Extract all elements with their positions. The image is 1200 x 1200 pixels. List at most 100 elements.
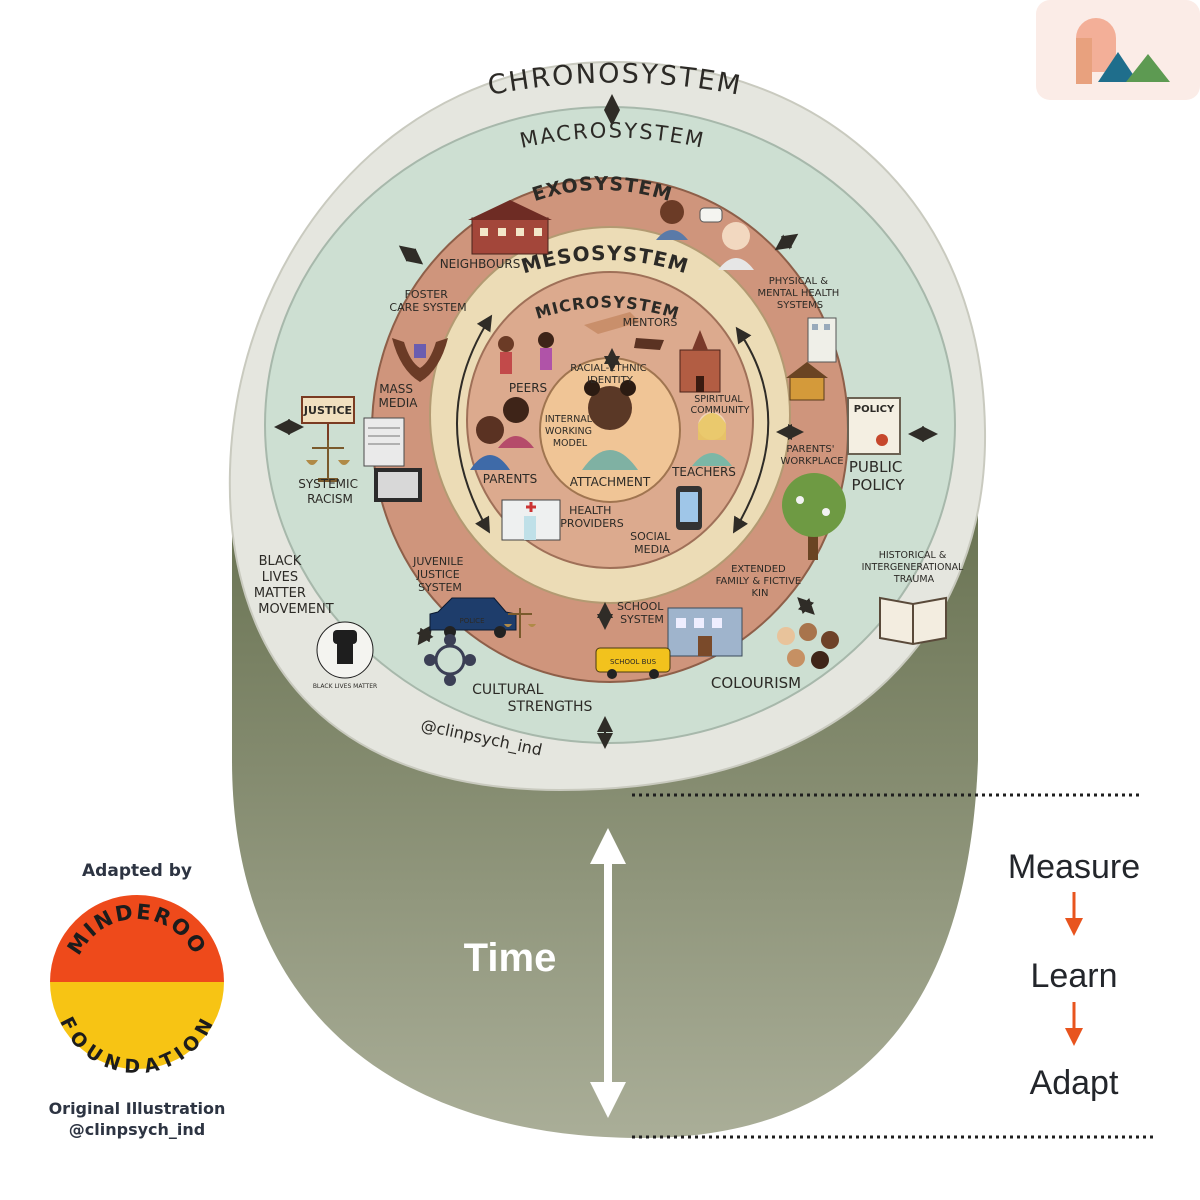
- juvenile-line-1: JUVENILE: [412, 555, 463, 568]
- house-icon: [468, 200, 552, 255]
- mass-media-line-1: MASS: [379, 382, 413, 396]
- parents-label: PARENTS: [483, 472, 538, 486]
- spiritual-line-2: COMMUNITY: [691, 405, 750, 416]
- original-handle-label: @clinpsych_ind: [69, 1120, 205, 1139]
- svg-text:SOCIAL MEDIA: SOCIAL MEDIA: [630, 530, 674, 556]
- extended-family-line-1: EXTENDED: [731, 564, 786, 575]
- svg-text:MASS MEDIA: MASS MEDIA: [379, 382, 419, 410]
- mass-media-line-2: MEDIA: [379, 396, 419, 410]
- school-system-line-2: SYSTEM: [620, 613, 664, 626]
- svg-text:SYSTEMIC RACISM: SYSTEMIC RACISM: [298, 477, 362, 506]
- health-providers-line-2: PROVIDERS: [560, 517, 624, 530]
- identity-line-2: IDENTITY: [587, 375, 634, 386]
- health-systems-line-2: MENTAL HEALTH: [757, 288, 839, 299]
- colourism-label: COLOURISM: [711, 674, 801, 692]
- svg-text:SCHOOL SYSTEM: SCHOOL SYSTEM: [617, 600, 667, 626]
- school-bus-icon: SCHOOL BUS: [595, 647, 671, 679]
- mentor-hands-icon: [584, 312, 664, 350]
- svg-text:HEALTH PROVIDERS: HEALTH PROVIDERS: [560, 504, 624, 530]
- cultural-line-1: CULTURAL: [472, 682, 543, 698]
- time-label: Time: [464, 936, 557, 980]
- newspaper-icon: [363, 417, 405, 467]
- social-media-line-1: SOCIAL: [630, 530, 671, 543]
- neighbours-label: NEIGHBOURS: [440, 257, 521, 271]
- church-icon: [679, 330, 721, 393]
- identity-line-1: RACIAL-ETHNIC: [570, 363, 646, 374]
- svg-text:CULTURAL STRENGTHS: CULTURAL STRENGTHS: [472, 682, 592, 715]
- cultural-strengths-icon: [424, 634, 476, 686]
- blm-line-4: MOVEMENT: [258, 602, 333, 617]
- blm-badge-label: BLACK LIVES MATTER: [313, 683, 377, 690]
- speech-person-icon: [656, 200, 723, 240]
- svg-text:HISTORICAL & INTERGENERATI: HISTORICAL & INTERGENERATIONAL TRAUMA: [862, 550, 967, 585]
- parents-workplace-line-2: WORKPLACE: [780, 456, 843, 467]
- working-model-line-3: MODEL: [553, 438, 588, 449]
- blm-line-3: MATTER: [254, 586, 306, 601]
- mentors-label: MENTORS: [623, 316, 678, 329]
- svg-text:JUVENILE JUSTICE SYSTE: JUVENILE JUSTICE SYSTEM: [412, 555, 467, 594]
- health-systems-line-3: SYSTEMS: [777, 300, 823, 311]
- health-systems-line-1: PHYSICAL &: [769, 276, 829, 287]
- phone-icon: [676, 486, 702, 530]
- peers-label: PEERS: [509, 381, 547, 395]
- svg-text:EXTENDED FAMILY & FICTIVE: EXTENDED FAMILY & FICTIVE KIN: [716, 564, 805, 599]
- cycle-learn-label: Learn: [1031, 957, 1118, 995]
- svg-text:PARENTS' WORKPLACE: PARENTS' WORKPLACE: [780, 444, 843, 467]
- policy-sign-label: POLICY: [854, 404, 895, 415]
- teacher-figure-icon: [692, 412, 732, 466]
- social-media-line-2: MEDIA: [634, 543, 670, 556]
- peers-figures-icon: [498, 332, 554, 374]
- tree-icon: [782, 473, 846, 560]
- historical-line-1: HISTORICAL &: [879, 550, 947, 561]
- working-model-line-1: INTERNAL: [545, 414, 593, 425]
- systemic-racism-line-1: SYSTEMIC: [298, 477, 358, 491]
- svg-text:BLACK LIVES MATTER: BLACK LIVES MATTER MOVEMENT: [254, 554, 334, 617]
- colour-dots-icon: [777, 623, 839, 669]
- hospital-building-icon: [807, 317, 837, 363]
- school-bus-label: SCHOOL BUS: [610, 658, 657, 666]
- parents-workplace-line-1: PARENTS': [786, 444, 834, 455]
- child-figure: [582, 380, 638, 470]
- svg-text:FOSTER CARE SYSTEM: FOSTER CARE SYSTEM: [389, 288, 466, 314]
- original-illustration-label: Original Illustration: [49, 1099, 226, 1118]
- public-policy-line-2: POLICY: [851, 476, 905, 494]
- tv-icon: [374, 468, 422, 502]
- attachment-label: ATTACHMENT: [570, 475, 651, 489]
- justice-scales-icon: [306, 440, 350, 482]
- systemic-racism-line-2: RACISM: [307, 492, 353, 506]
- teachers-label: TEACHERS: [671, 465, 736, 479]
- school-system-line-1: SCHOOL: [617, 600, 664, 613]
- parents-figures-icon: [470, 397, 534, 470]
- raised-fist-icon: BLACK LIVES MATTER: [313, 621, 377, 690]
- policy-sign-icon: POLICY: [847, 397, 901, 455]
- minderoo-badge: MINDEROO FOUNDATION: [50, 895, 224, 1078]
- working-model-line-2: WORKING: [545, 426, 592, 437]
- svg-text:PHYSICAL & MENTAL HEALTH: PHYSICAL & MENTAL HEALTH SYSTEMS: [757, 276, 842, 311]
- justice-sign-icon: JUSTICE: [301, 396, 355, 440]
- adapted-by-label: Adapted by: [82, 861, 192, 881]
- blm-line-2: LIVES: [262, 570, 298, 585]
- public-policy-line-1: PUBLIC: [849, 458, 903, 476]
- health-professional-icon: [718, 222, 754, 270]
- police-car-label: POLICE: [459, 617, 484, 625]
- scales-icon: [504, 608, 536, 638]
- hands-foster-icon: [392, 338, 448, 382]
- foster-line-1: FOSTER: [405, 288, 449, 301]
- hospital-icon: [501, 499, 561, 541]
- learn-adapt-arrow-icon: [1065, 1002, 1083, 1046]
- extended-family-line-2: FAMILY & FICTIVE: [716, 576, 802, 587]
- blm-line-1: BLACK: [259, 554, 302, 569]
- workplace-house-icon: [786, 362, 828, 401]
- measure-learn-arrow-icon: [1065, 892, 1083, 936]
- cultural-line-2: STRENGTHS: [508, 699, 593, 715]
- book-icon: [879, 596, 947, 646]
- extended-family-line-3: KIN: [752, 588, 769, 599]
- foster-line-2: CARE SYSTEM: [389, 301, 466, 314]
- svg-text:INTERNAL WORKING MODEL: INTERNAL WORKING MODEL: [545, 414, 595, 449]
- cycle-measure-label: Measure: [1008, 848, 1140, 886]
- historical-line-2: INTERGENERATIONAL: [862, 562, 964, 573]
- svg-text:RACIAL-ETHNIC IDENTITY: RACIAL-ETHNIC IDENTITY: [570, 363, 650, 386]
- historical-line-3: TRAUMA: [893, 574, 935, 585]
- juvenile-line-2: JUSTICE: [416, 568, 460, 581]
